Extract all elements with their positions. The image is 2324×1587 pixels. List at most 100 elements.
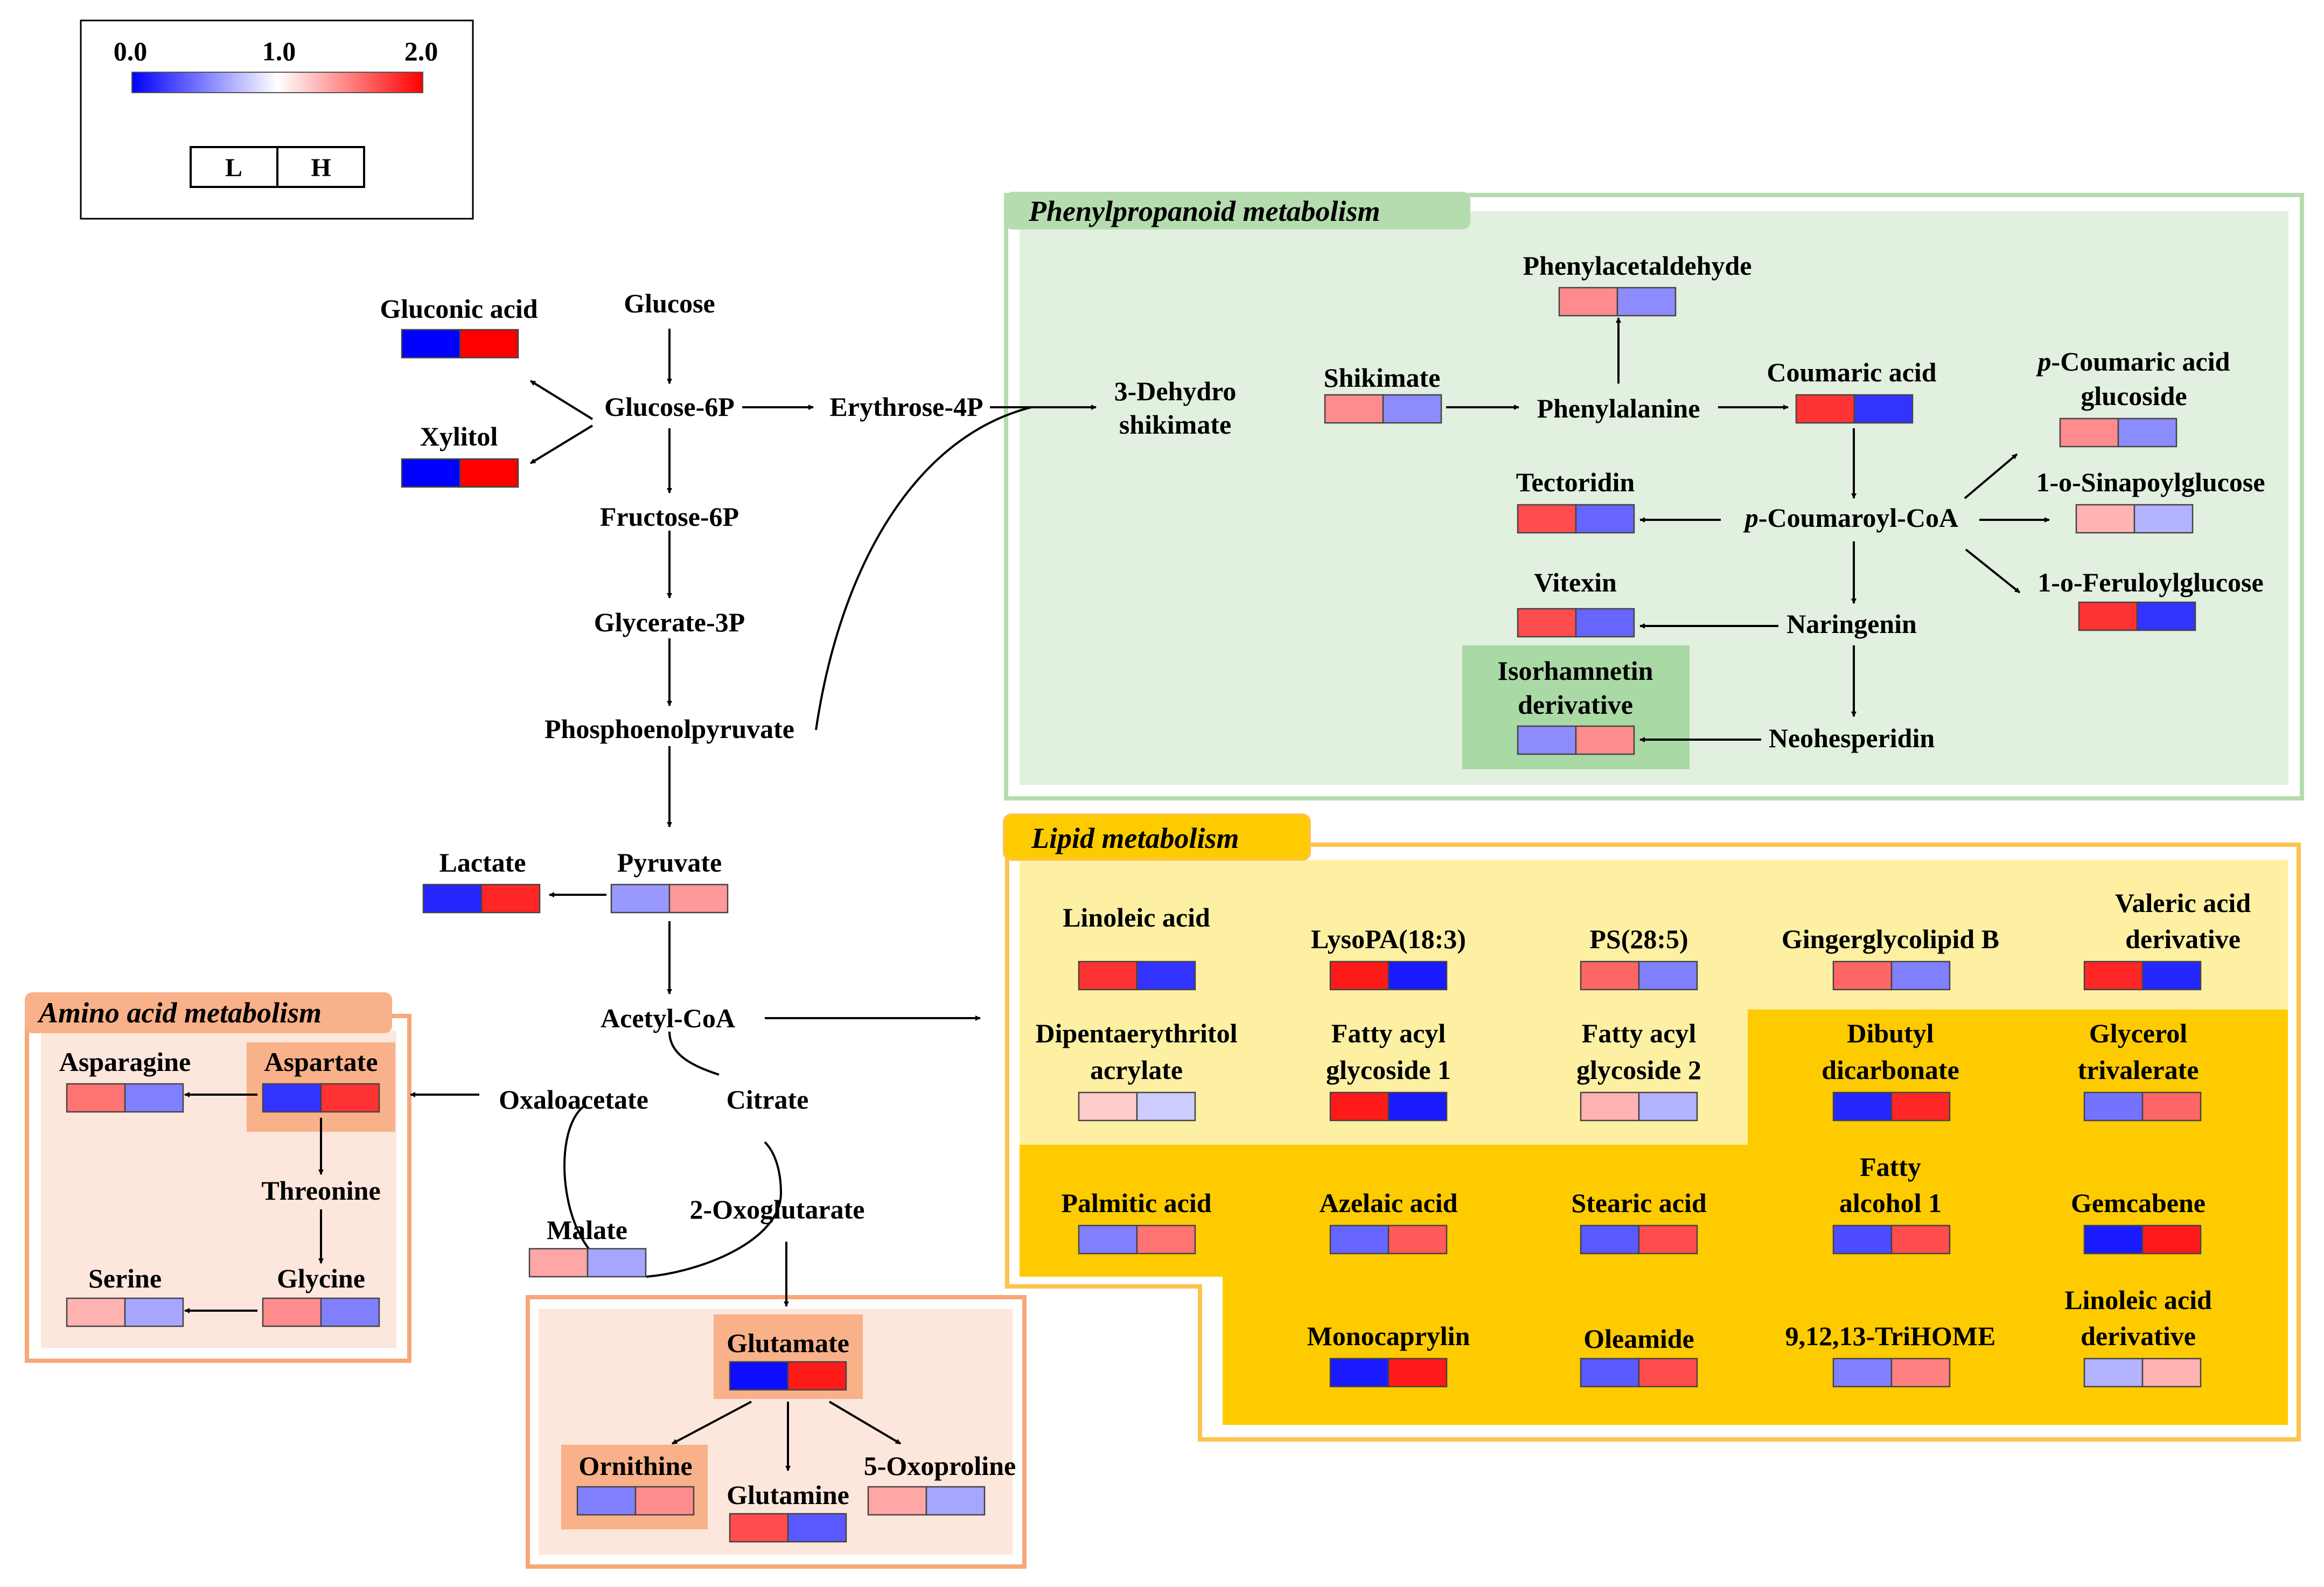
ornithine-h-cell bbox=[634, 1486, 695, 1516]
fructose-6p-label: Fructose-6P bbox=[600, 502, 739, 532]
valeric-acid-label: Valeric acid bbox=[2115, 888, 2251, 918]
lactate-heatmap-cell bbox=[422, 883, 541, 914]
lactate-l-cell bbox=[422, 883, 483, 914]
lipid-box: Lipid metabolism bbox=[1003, 813, 2301, 1442]
valeric1-h-cell bbox=[2141, 960, 2202, 991]
metabolite-labels: Glucose Gluconic acid Glucose-6P Xylitol… bbox=[59, 250, 2265, 1510]
linoleic-derivative-line2-label: derivative bbox=[2081, 1321, 2196, 1351]
shikimate-heatmap-cell bbox=[1324, 394, 1442, 424]
oleamide-l-cell bbox=[1580, 1358, 1640, 1388]
fag1_1-h-cell bbox=[1387, 1091, 1448, 1122]
dibutyl-label: Dibutyl bbox=[1847, 1018, 1934, 1048]
linoleic-l-cell bbox=[1078, 960, 1138, 991]
ps-l-cell bbox=[1580, 960, 1640, 991]
phenylalanine-label: Phenylalanine bbox=[1537, 393, 1700, 423]
trihome-heatmap-cell bbox=[1832, 1358, 1951, 1388]
feruloyl-heatmap-cell bbox=[2078, 601, 2196, 631]
dipent1-h-cell bbox=[1136, 1091, 1196, 1122]
linderiv1-h-cell bbox=[2141, 1358, 2202, 1388]
asparagine-l-cell bbox=[66, 1083, 126, 1113]
ornithine-heatmap-cell bbox=[576, 1486, 695, 1516]
lipid-title: Lipid metabolism bbox=[1031, 822, 1239, 854]
linderiv1-l-cell bbox=[2083, 1358, 2144, 1388]
palmitic-h-cell bbox=[1136, 1224, 1196, 1255]
phenylacet-h-cell bbox=[1616, 287, 1677, 317]
glycine-h-cell bbox=[320, 1297, 380, 1327]
dibutyl1-heatmap-cell bbox=[1832, 1091, 1951, 1122]
ps-label: PS(28:5) bbox=[1589, 924, 1688, 954]
glycerol1-h-cell bbox=[2141, 1091, 2202, 1122]
gingerglycolipid-label: Gingerglycolipid B bbox=[1782, 924, 1999, 954]
oxoproline-heatmap-cell bbox=[867, 1486, 986, 1516]
linoleic-derivative-label: Linoleic acid bbox=[2064, 1285, 2212, 1315]
pcag_p-h-cell bbox=[2117, 417, 2178, 448]
glycoside-1-label: glycoside 1 bbox=[1326, 1055, 1451, 1085]
lactate-label: Lactate bbox=[439, 847, 526, 878]
monocaprylin-heatmap-cell bbox=[1329, 1358, 1448, 1388]
glucoside-label: glucoside bbox=[2081, 381, 2187, 411]
glycoside-2-label: glycoside 2 bbox=[1576, 1055, 1701, 1085]
gluconic-h-cell bbox=[459, 329, 519, 359]
threonine-label: Threonine bbox=[261, 1175, 380, 1206]
malate-heatmap-cell bbox=[528, 1248, 647, 1278]
amino-acid-title: Amino acid metabolism bbox=[37, 997, 322, 1029]
malate-l-cell bbox=[528, 1248, 589, 1278]
xylitol-h-cell bbox=[459, 458, 519, 488]
legend-max: 2.0 bbox=[404, 36, 438, 66]
fag1_1-heatmap-cell bbox=[1329, 1091, 1448, 1122]
gluconic-heatmap-cell bbox=[401, 329, 519, 359]
5-oxoproline-label: 5-Oxoproline bbox=[864, 1451, 1016, 1481]
oleamide-heatmap-cell bbox=[1580, 1358, 1698, 1388]
isorhamnetin-label: Isorhamnetin bbox=[1498, 656, 1653, 686]
linderiv1-heatmap-cell bbox=[2083, 1358, 2202, 1388]
serine-heatmap-cell bbox=[66, 1297, 184, 1327]
coumaric-l-cell bbox=[1795, 394, 1855, 424]
phosphoenolpyruvate-label: Phosphoenolpyruvate bbox=[545, 714, 794, 744]
pyruvate-l-cell bbox=[610, 883, 671, 914]
glutamate-l-cell bbox=[729, 1361, 789, 1391]
dicarbonate-label: dicarbonate bbox=[1821, 1055, 1959, 1085]
gemcabene-h-cell bbox=[2141, 1224, 2202, 1255]
shikimate-line2-label: shikimate bbox=[1119, 409, 1231, 440]
vitexin-l-cell bbox=[1517, 608, 1577, 638]
fatty-acyl-1-label: Fatty acyl bbox=[1331, 1018, 1446, 1048]
malate-label: Malate bbox=[547, 1215, 627, 1245]
glutamate-h-cell bbox=[787, 1361, 847, 1391]
citrate-label: Citrate bbox=[727, 1084, 809, 1115]
naringenin-label: Naringenin bbox=[1786, 609, 1917, 639]
oxoproline-l-cell bbox=[867, 1486, 927, 1516]
fatty-acyl-2-label: Fatty acyl bbox=[1582, 1018, 1697, 1048]
coumaric-acid-label: Coumaric acid bbox=[1767, 357, 1936, 387]
oxaloacetate-label: Oxaloacetate bbox=[499, 1084, 648, 1115]
azelaic-acid-label: Azelaic acid bbox=[1320, 1188, 1458, 1218]
serine-label: Serine bbox=[88, 1263, 162, 1293]
asparagine-label: Asparagine bbox=[59, 1047, 191, 1077]
palmitic-l-cell bbox=[1078, 1224, 1138, 1255]
oxoproline-h-cell bbox=[925, 1486, 986, 1516]
glycine-heatmap-cell bbox=[262, 1297, 380, 1327]
monocaprylin-l-cell bbox=[1329, 1358, 1390, 1388]
fattyalc1-heatmap-cell bbox=[1832, 1224, 1951, 1255]
feruloylglucose-label: 1-o-Feruloylglucose bbox=[2037, 567, 2263, 597]
fag2_1-l-cell bbox=[1580, 1091, 1640, 1122]
azelaic-l-cell bbox=[1329, 1224, 1390, 1255]
pyruvate-heatmap-cell bbox=[610, 883, 729, 914]
palmitic-acid-label: Palmitic acid bbox=[1061, 1188, 1211, 1218]
glycerol-label: Glycerol bbox=[2089, 1018, 2187, 1048]
palmitic-heatmap-cell bbox=[1078, 1224, 1196, 1255]
phenylacet-l-cell bbox=[1558, 287, 1618, 317]
stearic-h-cell bbox=[1638, 1224, 1698, 1255]
phenylpropanoid-box: Phenylpropanoid metabolism bbox=[1004, 192, 2304, 801]
trivalerate-label: trivalerate bbox=[2078, 1055, 2199, 1085]
trihome-h-cell bbox=[1890, 1358, 1951, 1388]
ginger-heatmap-cell bbox=[1832, 960, 1951, 991]
vitexin-label: Vitexin bbox=[1534, 567, 1617, 597]
gluconic-acid-label: Gluconic acid bbox=[380, 294, 538, 324]
dipent1-l-cell bbox=[1078, 1091, 1138, 1122]
legend: 0.0 1.0 2.0 L H bbox=[80, 19, 474, 220]
glutamine-label: Glutamine bbox=[727, 1480, 849, 1510]
ps-h-cell bbox=[1638, 960, 1698, 991]
sinapoyl-l-cell bbox=[2075, 504, 2135, 534]
ginger-h-cell bbox=[1890, 960, 1951, 991]
